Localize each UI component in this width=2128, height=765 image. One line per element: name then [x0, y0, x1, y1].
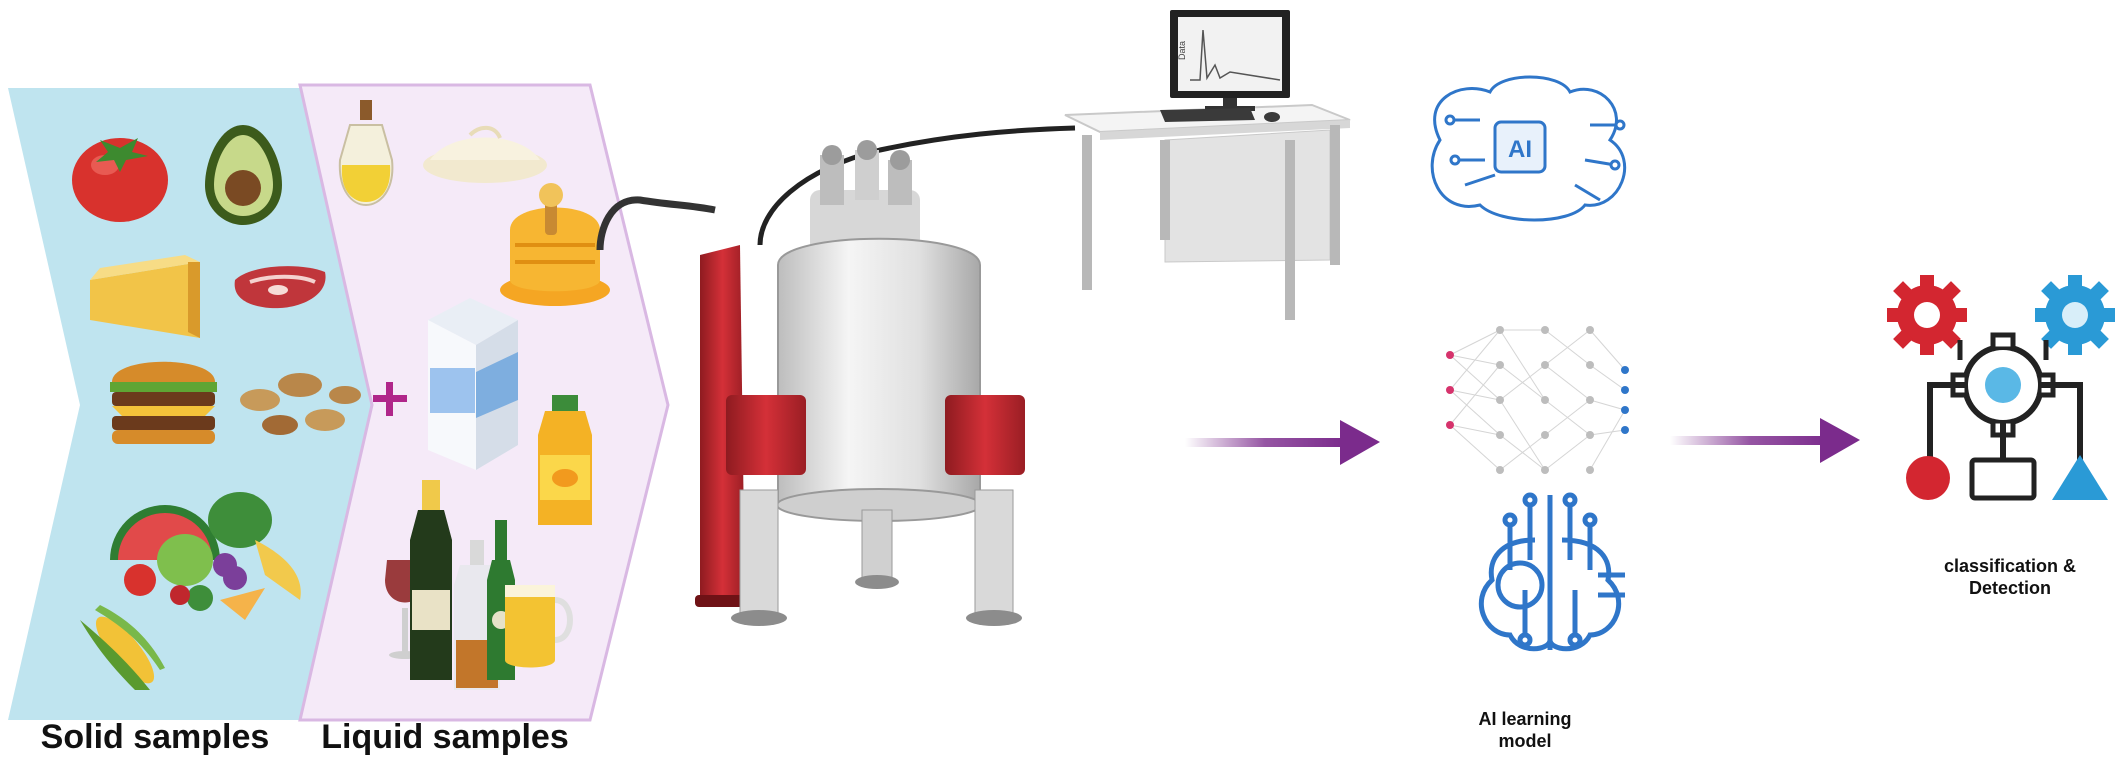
corn-icon — [80, 605, 165, 690]
oil-bottle-icon — [338, 100, 394, 207]
classification-diagram-icon — [1887, 275, 2115, 501]
plus-icon — [373, 382, 407, 416]
steak-icon — [234, 266, 326, 309]
wine-beer-bottles-icon — [385, 480, 573, 690]
classification-detection-label: classification & Detection — [1943, 556, 2077, 598]
mayonnaise-icon — [423, 125, 547, 183]
computer-desk-icon: Data — [1064, 10, 1351, 320]
arrow-nmr-to-ai — [1185, 420, 1380, 465]
ai-circuit-brain-icon — [1478, 492, 1625, 652]
ai-learning-model-label: AI learning model — [1478, 709, 1572, 751]
juice-bottle-icon — [538, 395, 592, 525]
red-gear-icon — [1887, 275, 1967, 355]
honey-icon — [500, 183, 610, 306]
burger-icon — [110, 361, 217, 444]
cable — [757, 125, 1076, 246]
solid-samples-label: Solid samples — [40, 718, 270, 756]
cable — [596, 196, 716, 251]
red-circle-node — [1906, 456, 1950, 500]
fruits-vegetables-icon — [110, 492, 301, 620]
tomato-icon — [72, 138, 168, 222]
avocado-icon — [205, 125, 282, 225]
cheese-icon — [90, 255, 200, 338]
central-gear-icon — [1950, 332, 2056, 438]
arrow-ai-to-classification — [1670, 418, 1860, 463]
nmr-spectrometer-icon — [695, 140, 1025, 626]
neural-network-icon — [1446, 326, 1629, 474]
ai-brain-chip-icon — [1430, 75, 1627, 222]
milk-carton-icon — [428, 298, 518, 470]
monitor-axis-label: Data — [1177, 41, 1187, 60]
blue-gear-icon — [2035, 275, 2115, 355]
triangle-node — [2052, 455, 2108, 500]
ai-chip-label: AI — [1508, 136, 1532, 163]
box-node — [1969, 457, 2037, 501]
peanuts-icon — [240, 373, 361, 435]
liquid-samples-label: Liquid samples — [321, 718, 569, 756]
